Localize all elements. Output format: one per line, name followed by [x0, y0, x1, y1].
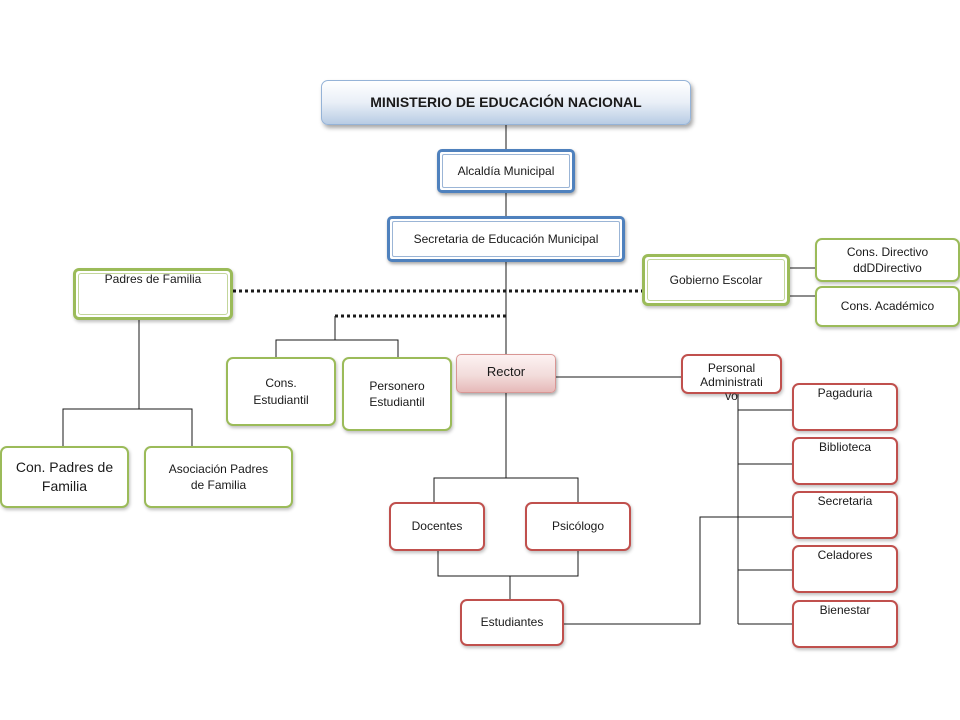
alcaldia-label: Alcaldía Municipal — [457, 163, 555, 178]
docentes-box: Docentes — [389, 502, 485, 551]
ministerio-label: MINISTERIO DE EDUCACIÓN NACIONAL — [370, 94, 642, 111]
alcaldia-box: Alcaldía Municipal — [437, 149, 575, 193]
con-padres-box: Con. Padres de Familia — [0, 446, 129, 508]
cons-estudiantil-box: Cons. Estudiantil — [226, 357, 336, 426]
asociacion-padres-label-line1: Asociación Padres — [168, 461, 269, 476]
cons-directivo-box: Cons. Directivo ddDDirectivo — [815, 238, 960, 282]
celadores-label: Celadores — [817, 548, 873, 562]
connector-docentes-estudiantes-bracket — [437, 551, 579, 577]
gobierno-escolar-label: Gobierno Escolar — [669, 272, 763, 287]
connector-docentes-bracket — [433, 477, 579, 503]
docentes-label: Docentes — [411, 519, 463, 534]
estudiantes-box: Estudiantes — [460, 599, 564, 646]
padres-familia-box: Padres de Familia — [73, 268, 233, 320]
padres-familia-label: Padres de Familia — [104, 272, 202, 286]
biblioteca-box: Biblioteca — [792, 437, 898, 485]
cons-estudiantil-label-line2: Estudiantil — [253, 392, 309, 407]
secretaria-admin-label: Secretaria — [817, 494, 873, 508]
pagaduria-box: Pagaduria — [792, 383, 898, 431]
asociacion-padres-box: Asociación Padres de Familia — [144, 446, 293, 508]
personal-administrativo-label-line2: Administrati — [700, 374, 763, 389]
rector-label: Rector — [486, 364, 526, 379]
personero-box: Personero Estudiantil — [342, 357, 452, 431]
rector-box: Rector — [456, 354, 556, 393]
connector-estudiantes-admin — [564, 516, 738, 625]
celadores-box: Celadores — [792, 545, 898, 593]
cons-estudiantil-label-line1: Cons. — [265, 376, 297, 391]
con-padres-label-line1: Con. Padres de — [15, 459, 114, 476]
cons-academico-box: Cons. Académico — [815, 286, 960, 327]
connector-padres-bracket — [62, 408, 193, 446]
personal-administrativo-box: Personal Administrati vo — [681, 354, 782, 402]
pagaduria-label: Pagaduria — [817, 386, 873, 400]
cons-directivo-label-line2: ddDDirectivo — [853, 261, 922, 275]
psicologo-box: Psicólogo — [525, 502, 631, 551]
gobierno-escolar-box: Gobierno Escolar — [642, 254, 790, 306]
bienestar-box: Bienestar — [792, 600, 898, 648]
connector-consejos-bracket — [275, 339, 399, 357]
con-padres-label-line2: Familia — [41, 478, 88, 494]
psicologo-label: Psicólogo — [551, 519, 605, 534]
secretaria-educacion-box: Secretaria de Educación Municipal — [387, 216, 625, 262]
biblioteca-label: Biblioteca — [818, 440, 872, 454]
ministerio-box: MINISTERIO DE EDUCACIÓN NACIONAL — [321, 80, 691, 125]
personal-administrativo-label-line3: vo — [725, 388, 738, 403]
personero-label-line2: Estudiantil — [369, 395, 425, 409]
cons-directivo-label-line1: Cons. Directivo — [846, 244, 929, 259]
personero-label-line1: Personero — [369, 378, 425, 393]
estudiantes-label: Estudiantes — [480, 615, 544, 630]
bienestar-label: Bienestar — [819, 603, 871, 617]
secretaria-educacion-label: Secretaria de Educación Municipal — [413, 231, 599, 246]
personal-administrativo-label-line1: Personal — [707, 361, 756, 375]
cons-academico-label: Cons. Académico — [840, 299, 935, 314]
secretaria-admin-box: Secretaria — [792, 491, 898, 539]
asociacion-padres-label-line2: de Familia — [190, 478, 247, 492]
